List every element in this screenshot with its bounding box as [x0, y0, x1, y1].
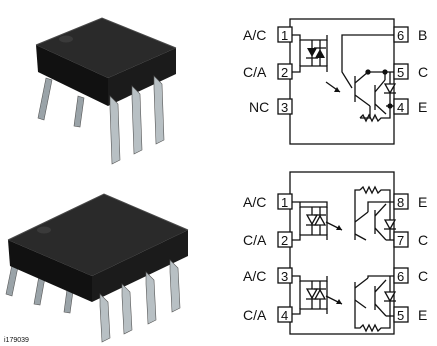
schematic-6-pin [277, 18, 409, 145]
pin-8-label: E [418, 194, 427, 210]
pin-3-label: NC [249, 99, 269, 115]
pin-2-label: C/A [243, 232, 267, 248]
pin-2-number: 2 [281, 233, 288, 248]
schematic-8-pin-labels: A/C 1 C/A 2 A/C 3 C/A 4 8 E 7 C 6 C 5 E [243, 194, 428, 323]
pin-3-number: 3 [281, 100, 288, 115]
pin-box-5 [393, 306, 409, 323]
pin-4-label: E [418, 99, 427, 115]
package-8-pin-dip [5, 193, 189, 343]
pin-5-number: 5 [397, 308, 404, 323]
schematic-8-pin [277, 171, 409, 335]
schematic-outline [289, 171, 395, 335]
pin-3-label: A/C [243, 268, 266, 284]
pin-6-number: 6 [397, 28, 404, 43]
figure-id: i179039 [4, 337, 29, 344]
pin-6-label: B [418, 27, 427, 43]
pin-2-label: C/A [243, 64, 267, 80]
pin-1-label: A/C [243, 27, 266, 43]
pin-2-number: 2 [281, 65, 288, 80]
pin-1-number: 1 [281, 28, 288, 43]
pin-5-label: E [418, 307, 427, 323]
package-6-pin-dip [35, 17, 177, 165]
pin-4-number: 4 [397, 100, 404, 115]
pin-5-number: 5 [397, 65, 404, 80]
pin-6-label: C [418, 268, 428, 284]
schematic-outline [289, 18, 395, 145]
pin-7-number: 7 [397, 233, 404, 248]
pin-8-number: 8 [397, 195, 404, 210]
pin-4-label: C/A [243, 307, 267, 323]
pin-6-number: 6 [397, 269, 404, 284]
pin-5-label: C [418, 64, 428, 80]
pin-1-number: 1 [281, 195, 288, 210]
pin-1-label: A/C [243, 194, 266, 210]
pin-4-number: 4 [281, 308, 288, 323]
pin-box-3 [277, 98, 293, 115]
schematic-6-pin-labels: A/C 1 C/A 2 NC 3 6 B 5 C 4 E [243, 27, 428, 115]
pin-7-label: C [418, 232, 428, 248]
pin-3-number: 3 [281, 269, 288, 284]
